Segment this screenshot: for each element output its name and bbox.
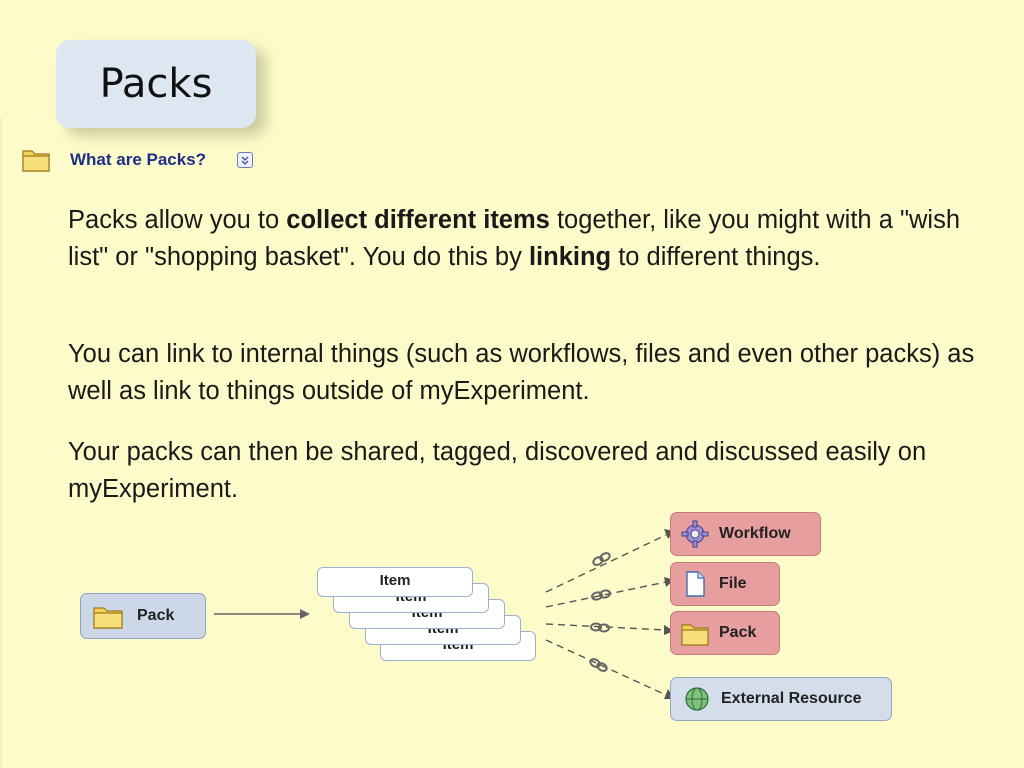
folder-icon [93,607,123,629]
item-card: Item [317,567,473,597]
arrow-to-items [214,609,310,619]
external-resource-label: External Resource [721,690,862,707]
file-label: File [719,575,747,592]
panel-divider [0,118,2,768]
pack-box: Pack [80,593,206,639]
folder-icon [22,150,50,172]
file-icon [686,571,705,597]
workflow-box: Workflow [670,512,821,556]
workflow-label: Workflow [719,525,791,542]
pack-target-label: Pack [719,624,757,641]
paragraph-intro: Packs allow you to collect different ite… [68,206,961,271]
slide-title: Packs [99,61,213,107]
pack-target-box: Pack [670,611,780,655]
expand-toggle-icon[interactable] [237,152,253,168]
paragraph-sharing: Your packs can then be shared, tagged, d… [68,438,927,503]
slide-title-tab: Packs [56,40,256,128]
link-fan [545,529,674,699]
file-box: File [670,562,780,606]
pack-box-label: Pack [137,607,175,624]
gear-icon [681,520,709,548]
chain-link-icon [589,552,611,672]
external-resource-box: External Resource [670,677,892,721]
paragraph-linking: You can link to internal things (such as… [68,340,975,405]
globe-icon [685,687,709,711]
what-are-packs-link[interactable]: What are Packs? [70,150,207,169]
folder-icon [681,624,709,646]
